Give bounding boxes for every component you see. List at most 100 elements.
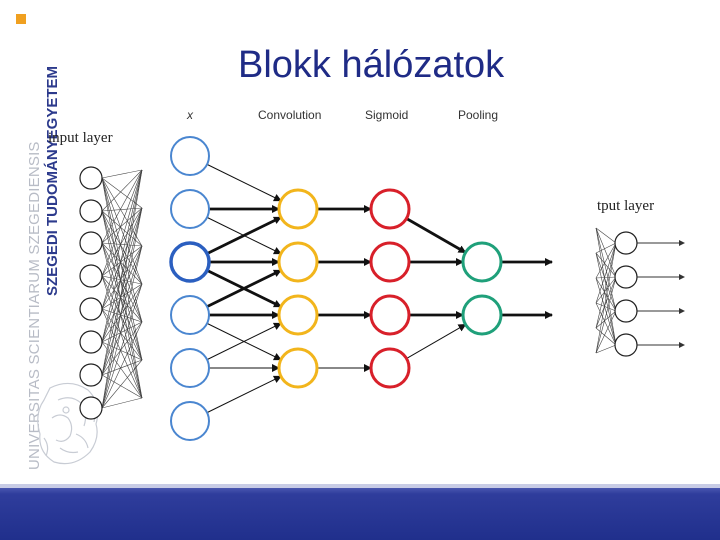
convolution-neuron <box>277 294 319 336</box>
output-layer-neuron <box>614 333 638 357</box>
input-connection <box>101 245 143 277</box>
input-connection <box>101 341 143 399</box>
input-connection <box>101 245 143 343</box>
output-connection <box>595 277 617 346</box>
input-connection <box>101 308 143 323</box>
input-connection <box>101 321 143 376</box>
input-connection <box>101 242 143 247</box>
output-connection <box>595 310 617 354</box>
input-connection <box>101 283 143 409</box>
input-layer-neuron <box>79 330 103 354</box>
convolution-neuron <box>277 241 319 283</box>
input-layer-neuron <box>79 297 103 321</box>
output-connection <box>595 276 617 329</box>
input-connection <box>101 321 143 343</box>
input-connection <box>101 210 143 361</box>
input-connection <box>101 242 143 361</box>
pooling-neuron <box>461 241 503 283</box>
convolution-label: Convolution <box>258 108 321 122</box>
connection-arrow <box>206 375 282 414</box>
input-layer-neuron <box>79 264 103 288</box>
sigmoid-label: Sigmoid <box>365 108 408 122</box>
connection-arrow <box>206 269 282 308</box>
input-connection <box>101 242 143 285</box>
sigmoid-neuron <box>369 294 411 336</box>
output-connection <box>595 227 617 244</box>
left-input-layer <box>79 166 143 420</box>
input-connection <box>101 308 143 361</box>
connection-arrows <box>206 163 553 414</box>
input-connection <box>101 242 143 323</box>
input-connection <box>101 207 143 244</box>
output-connection <box>595 252 617 346</box>
input-neuron <box>170 189 210 229</box>
output-connection <box>595 242 617 254</box>
convolutional-network-diagram: input layer tput layer x Convolution Sig… <box>48 108 685 441</box>
input-connection <box>101 242 143 399</box>
input-layer-neuron <box>79 199 103 223</box>
output-layer-label: tput layer <box>597 198 654 214</box>
connection-arrow <box>206 163 282 202</box>
output-connection <box>595 302 617 346</box>
output-connection <box>595 277 617 312</box>
convolution-neuron <box>277 347 319 389</box>
output-connection <box>595 302 617 312</box>
input-neuron <box>170 401 210 441</box>
input-connection <box>101 169 143 179</box>
output-connection <box>595 227 617 312</box>
connection-arrow <box>206 216 282 255</box>
input-connection <box>101 245 143 409</box>
input-layer-neuron <box>79 166 103 190</box>
input-neuron <box>170 136 210 176</box>
input-connection <box>101 177 143 285</box>
input-connection <box>101 341 143 361</box>
output-connection <box>595 252 617 312</box>
input-connection <box>101 207 143 343</box>
output-layer-neuron <box>614 231 638 255</box>
input-connection <box>101 308 143 399</box>
input-connection <box>101 169 143 310</box>
output-connection <box>595 242 617 279</box>
input-layer-neuron <box>79 231 103 255</box>
input-connection <box>101 245 143 310</box>
convolution-neuron <box>277 188 319 230</box>
input-connection <box>101 169 143 343</box>
input-connection <box>101 169 143 277</box>
input-layer-neuron <box>79 396 103 420</box>
input-connection <box>101 374 143 399</box>
footer-band <box>0 488 720 540</box>
input-connection <box>101 207 143 376</box>
input-connection <box>101 177 143 209</box>
output-connection <box>595 227 617 346</box>
slide-title: Blokk hálózatok <box>238 44 505 86</box>
right-output-layer <box>595 227 685 357</box>
output-layer-neuron <box>614 265 638 289</box>
output-connection <box>595 327 617 346</box>
connection-arrow <box>406 323 467 359</box>
output-connection <box>595 310 617 329</box>
input-connection <box>101 283 143 343</box>
input-connection <box>101 207 143 409</box>
output-connection <box>595 252 617 278</box>
neuron-nodes <box>169 136 503 441</box>
input-neuron <box>170 348 210 388</box>
input-connection <box>101 275 143 323</box>
input-connection <box>101 210 143 399</box>
connection-arrow <box>206 322 282 361</box>
input-connection <box>101 283 143 310</box>
footer-divider <box>0 484 720 488</box>
input-connection <box>101 177 143 361</box>
output-connection <box>595 227 617 278</box>
input-layer-neuron <box>79 363 103 387</box>
output-connection <box>595 344 617 354</box>
input-connection <box>101 207 143 310</box>
input-connection <box>101 210 143 323</box>
input-neuron <box>170 295 210 335</box>
input-connection <box>101 275 143 361</box>
input-neuron <box>169 241 211 283</box>
input-connection <box>101 245 143 376</box>
sigmoid-neuron <box>369 188 411 230</box>
input-connection <box>101 359 143 376</box>
output-connection <box>595 276 617 354</box>
x-label: x <box>186 108 194 122</box>
